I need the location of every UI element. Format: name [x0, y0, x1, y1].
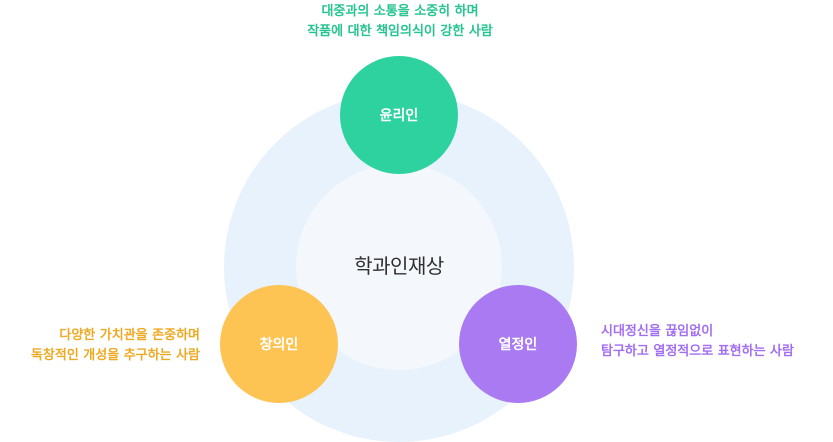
creative-description: 다양한 가치관을 존중하며 독창적인 개성을 추구하는 사람	[0, 326, 200, 366]
node-ethics: 윤리인	[340, 56, 458, 174]
ethics-description: 대중과의 소통을 소중히 하며 작품에 대한 책임의식이 강한 사람	[240, 2, 560, 42]
creative-description-line: 다양한 가치관을 존중하며	[59, 328, 200, 343]
ethics-description-line: 작품에 대한 책임의식이 강한 사람	[307, 24, 493, 39]
passion-description: 시대정신을 끊임없이 탐구하고 열정적으로 표현하는 사람	[601, 322, 833, 362]
node-creative-label: 창의인	[259, 337, 299, 353]
passion-description-line: 탐구하고 열정적으로 표현하는 사람	[601, 344, 794, 359]
passion-description-line: 시대정신을 끊임없이	[601, 324, 714, 339]
ethics-description-line: 대중과의 소통을 소중히 하며	[321, 4, 479, 19]
node-passion: 열정인	[459, 285, 577, 403]
center-title: 학과인재상	[354, 254, 444, 278]
node-creative: 창의인	[220, 285, 338, 403]
node-ethics-label: 윤리인	[379, 108, 419, 124]
node-passion-label: 열정인	[498, 337, 538, 353]
creative-description-line: 독창적인 개성을 추구하는 사람	[30, 348, 200, 363]
